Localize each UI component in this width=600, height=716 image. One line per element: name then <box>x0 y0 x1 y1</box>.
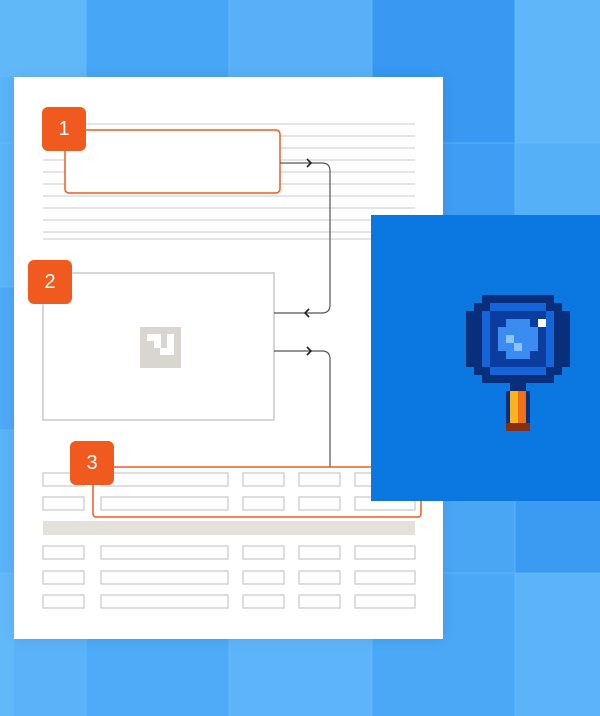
badge-3: 3 <box>70 441 114 485</box>
arrowheads <box>303 158 313 356</box>
badge-2: 2 <box>28 260 72 304</box>
connector-lines <box>274 162 331 467</box>
badge-1: 1 <box>42 107 86 151</box>
image-placeholder-icon <box>140 327 181 368</box>
magnifier-panel <box>371 215 600 501</box>
document-wireframe <box>42 123 422 609</box>
pixel-magnifying-glass-icon <box>466 295 570 431</box>
highlight-box-1 <box>64 129 281 194</box>
table-band <box>43 521 415 535</box>
table <box>42 472 416 609</box>
